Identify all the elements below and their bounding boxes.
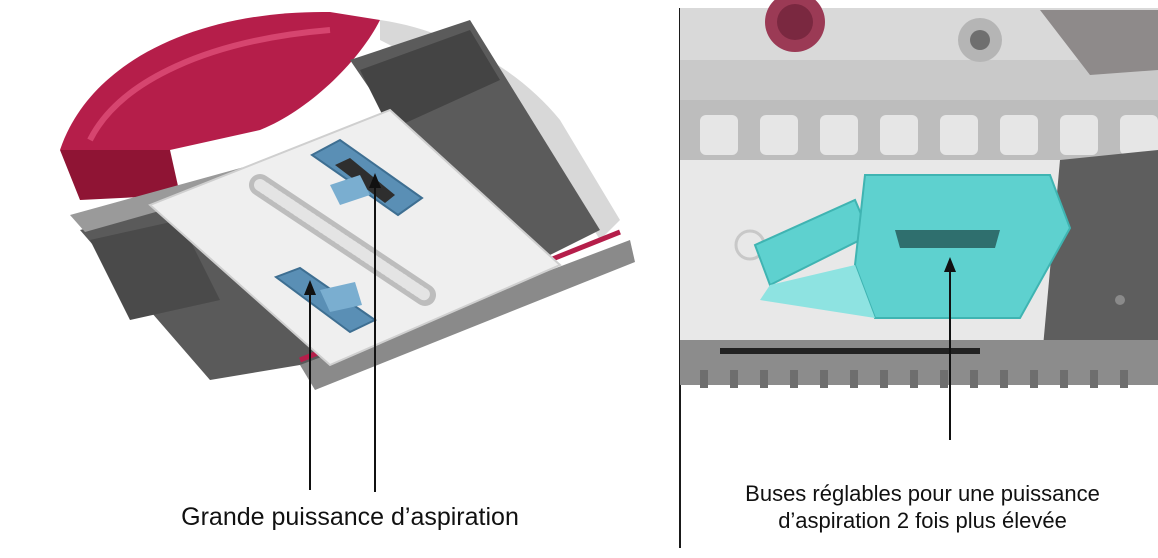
nozzle-closeup-image <box>680 0 1158 440</box>
caption-line-1: Buses réglables pour une puissance <box>745 481 1100 506</box>
caption-suction-power: Grande puissance d’aspiration <box>181 503 519 531</box>
brush-roller <box>249 174 436 306</box>
arrow-up-icon <box>369 173 381 492</box>
robot-underside-panel <box>60 11 635 492</box>
arrow-up-icon <box>944 257 956 440</box>
nozzle-closeup-panel <box>680 0 1158 558</box>
arrow-up-icon <box>304 280 316 490</box>
adjustable-nozzle <box>753 174 1072 319</box>
robot-red-cover <box>60 11 380 150</box>
caption-line-2: d’aspiration 2 fois plus élevée <box>778 508 1067 533</box>
nozzle-upper <box>310 138 424 217</box>
caption-adjustable-nozzles: Buses réglables pour une puissance d’asp… <box>700 480 1145 534</box>
roller <box>1040 150 1158 380</box>
pool-robot-underside-image <box>60 11 635 492</box>
